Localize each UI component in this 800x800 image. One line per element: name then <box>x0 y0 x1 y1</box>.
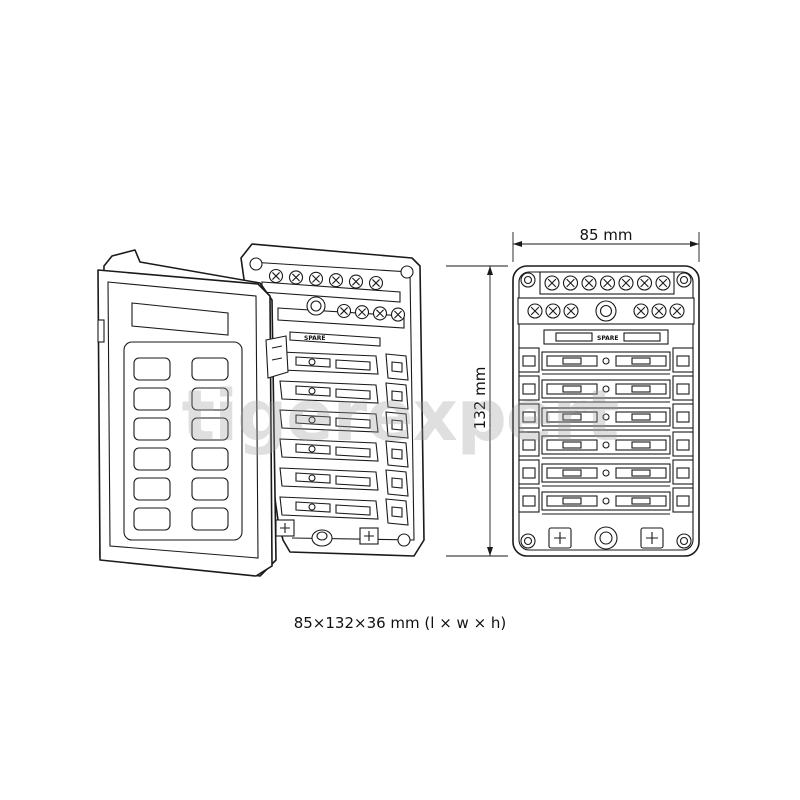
front-terminal-screw-icon <box>563 303 579 319</box>
width-arrow <box>513 241 522 247</box>
front-stud <box>599 304 613 318</box>
front-mount-hole <box>523 275 533 285</box>
iso-cover-latch <box>271 345 283 361</box>
front-fuse-row <box>518 375 694 403</box>
iso-cover-window <box>191 417 229 441</box>
iso-cover-window <box>133 477 171 501</box>
front-fuse-row <box>518 459 694 487</box>
iso-terminal-screw-icon <box>336 303 352 319</box>
iso-mount-hole <box>249 257 263 271</box>
iso-fuse-box: SPARE <box>240 243 425 557</box>
front-fuse-rows <box>518 347 694 515</box>
front-terminal-screws <box>527 275 685 319</box>
front-mount-hole <box>679 536 689 546</box>
front-terminal-screw-icon <box>655 275 671 291</box>
front-terminal-screw-icon <box>562 275 579 291</box>
front-terminal-screw-icon <box>636 275 653 291</box>
iso-fuse-row <box>279 351 409 381</box>
iso-mount-hole <box>397 533 411 547</box>
front-terminal-screw-icon <box>669 303 685 319</box>
iso-terminal-screw-icon <box>372 306 388 321</box>
watermark: tigerexpert <box>182 375 619 457</box>
front-terminal-screw-icon <box>651 303 667 319</box>
iso-spare-strip <box>289 331 381 347</box>
iso-terminal-screw-icon <box>354 305 370 320</box>
iso-cover-window <box>191 447 229 471</box>
front-fuse-row <box>518 347 694 375</box>
dimensions: 85 mm 132 mm <box>446 226 700 557</box>
iso-terminal-screw-icon <box>368 275 384 291</box>
front-bottom-stud <box>599 531 613 545</box>
iso-terminal-screw-icon <box>308 271 324 286</box>
iso-cover-window <box>133 387 171 411</box>
front-terminal-screw-icon <box>545 303 561 319</box>
iso-terminal-screw-icon <box>328 273 344 288</box>
iso-terminal-screw-icon <box>288 270 304 285</box>
width-arrow <box>690 241 699 247</box>
iso-fuse-rows <box>279 351 409 526</box>
front-terminal-screw-icon <box>527 303 543 319</box>
iso-ground-terminal <box>359 527 379 545</box>
iso-stud <box>310 300 322 312</box>
iso-cover-label-window <box>131 302 229 336</box>
height-label: 132 mm <box>471 367 489 430</box>
iso-cover-window <box>191 387 229 411</box>
front-view: SPARE <box>512 265 700 557</box>
front-terminal-screw-icon <box>581 275 597 291</box>
iso-fuse-row <box>279 409 409 439</box>
iso-box-rim <box>249 261 415 541</box>
iso-cover-window <box>191 507 229 531</box>
iso-fuse-row <box>279 467 409 497</box>
iso-cover-window <box>191 477 229 501</box>
iso-cover-hinge <box>97 319 105 343</box>
iso-terminal-screws <box>268 268 406 322</box>
iso-fuse-row <box>279 380 409 410</box>
front-terminal-screw-icon <box>633 303 649 319</box>
front-ground-terminal <box>640 527 664 549</box>
iso-fuse-row <box>279 496 409 526</box>
front-fuse-row <box>518 431 694 459</box>
front-spare-label: SPARE <box>597 335 619 342</box>
front-spare-fuse <box>623 332 661 342</box>
iso-cover-window <box>133 357 171 381</box>
height-arrow <box>487 266 493 275</box>
iso-cover-window <box>133 507 171 531</box>
front-terminal-screw-icon <box>618 275 634 291</box>
front-fuse-row <box>518 403 694 431</box>
front-mount-hole <box>679 275 689 285</box>
iso-bottom-stud <box>316 531 328 541</box>
iso-cover <box>97 249 289 577</box>
iso-cover-windows <box>133 357 229 531</box>
iso-fuse-row <box>279 438 409 468</box>
iso-cover-window <box>191 357 229 381</box>
iso-cover-latch <box>265 335 289 379</box>
dimensions-caption: 85×132×36 mm (l × w × h) <box>293 614 507 632</box>
front-ground-terminal <box>548 527 572 549</box>
iso-spare-label: SPARE <box>304 335 326 342</box>
iso-cover-window <box>133 447 171 471</box>
iso-ground-terminal <box>275 519 295 537</box>
height-arrow <box>487 547 493 556</box>
iso-mount-hole <box>400 265 414 279</box>
width-label: 85 mm <box>579 226 632 244</box>
iso-terminal-screw-icon <box>390 307 406 322</box>
iso-cover-window <box>133 417 171 441</box>
iso-terminal-screw-icon <box>268 268 284 284</box>
iso-cover-inner <box>107 281 259 559</box>
front-mount-hole <box>523 536 533 546</box>
front-terminal-screw-icon <box>544 275 560 291</box>
iso-terminal-screw-icon <box>348 274 364 289</box>
front-fuse-row <box>518 487 694 515</box>
front-spare-fuse <box>555 332 593 342</box>
front-terminal-screw-icon <box>599 275 616 291</box>
